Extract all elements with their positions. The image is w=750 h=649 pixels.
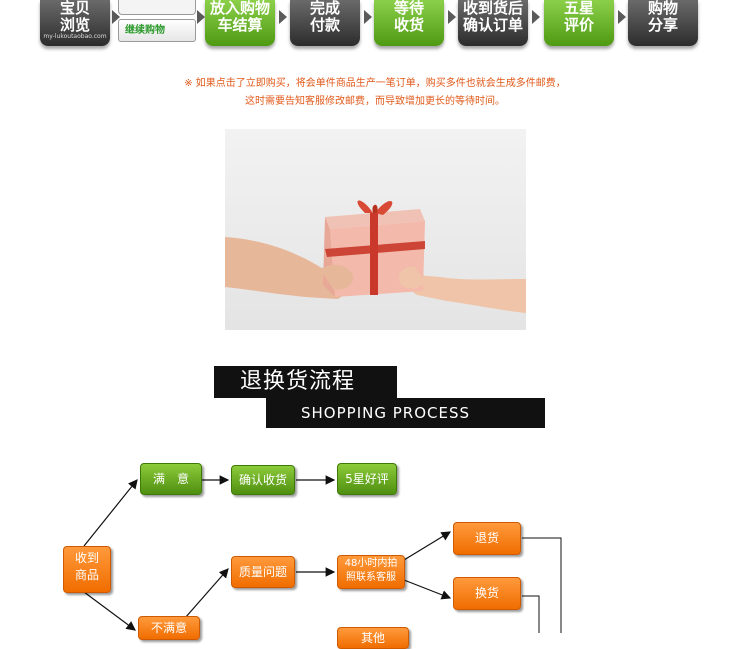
step-cart[interactable]: 放入购物 车结算 [205, 0, 275, 46]
step-arrow-icon [197, 10, 205, 24]
step-wait-line1: 等待 [393, 0, 424, 17]
node-exchange: 换货 [453, 577, 521, 610]
node-quality: 质量问题 [231, 556, 295, 588]
step-confirm-line1: 收到货后 [462, 0, 523, 17]
step-cart-line2: 车结算 [217, 16, 263, 34]
section-title-en: SHOPPING PROCESS [266, 398, 545, 428]
step-wait-line2: 收货 [393, 16, 424, 34]
step-arrow-icon [279, 10, 287, 24]
step-rate-line2: 评价 [563, 16, 594, 34]
node-return: 退货 [453, 522, 521, 555]
node-confirm-receipt: 确认收货 [231, 465, 295, 495]
continue-shopping-button[interactable]: 继续购物 [118, 19, 196, 42]
step-arrow-icon [448, 10, 456, 24]
notice-line1: ※ 如果点击了立即购买，将会单件商品生产一笔订单，购买多件也就会生成多件邮费， [184, 78, 566, 89]
step-browse-line2: 浏览 [59, 16, 90, 34]
flow-connectors [83, 475, 562, 633]
step-share[interactable]: 购物 分享 [628, 0, 698, 46]
section-title-cn: 退换货流程 [214, 366, 397, 398]
node-received: 收到 商品 [63, 546, 111, 593]
step-arrow-icon [364, 10, 372, 24]
step-confirm[interactable]: 收到货后 确认订单 [458, 0, 528, 46]
step-cart-line1: 放入购物 [209, 0, 270, 17]
step-pay-line1: 完成 [309, 0, 340, 17]
step-browse[interactable]: 宝贝 浏览 [40, 0, 110, 46]
step-rate[interactable]: 五星 评价 [544, 0, 614, 46]
step-pay[interactable]: 完成 付款 [290, 0, 360, 46]
node-five-star: 5星好评 [337, 463, 397, 495]
step-arrow-icon [618, 10, 626, 24]
node-unsatisfied: 不满意 [138, 616, 200, 640]
step-share-line2: 分享 [647, 16, 678, 34]
step-confirm-line2: 确认订单 [462, 16, 523, 34]
node-other: 其他 [337, 627, 409, 649]
step-arrow-icon [112, 10, 120, 24]
continue-top-tab [118, 0, 196, 15]
step-pay-line2: 付款 [309, 16, 340, 34]
step-rate-line1: 五星 [563, 0, 594, 17]
step-browse-line1: 宝贝 [59, 0, 90, 17]
node-satisfied: 满 意 [140, 463, 202, 495]
gift-photo [225, 129, 526, 330]
shop-url: my-lukoutaobao.com [43, 33, 107, 40]
step-wait[interactable]: 等待 收货 [374, 0, 444, 46]
node-contact: 48小时内拍 照联系客服 [337, 555, 405, 589]
gift-hands-illustration [225, 200, 526, 313]
step-share-line1: 购物 [647, 0, 678, 17]
notice-line2: 这时需要告知客服修改邮费，而导致增加更长的等待时间。 [245, 96, 505, 107]
step-arrow-icon [532, 10, 540, 24]
